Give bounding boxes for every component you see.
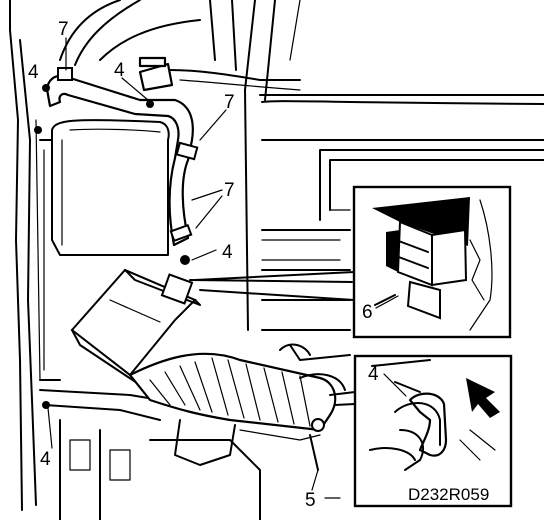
- callout-6-inset: 6: [362, 302, 373, 323]
- air-flow-meter: [70, 268, 353, 386]
- callout-5-bottom: 5: [305, 490, 316, 511]
- callout-4-top-center: 4: [114, 60, 125, 81]
- callout-4-middle: 4: [222, 242, 233, 263]
- inset-clip-leader-lines: [329, 391, 356, 406]
- inset-connector-detail: [352, 185, 512, 339]
- callout-7-hose-middle: 7: [224, 180, 235, 201]
- inset-clip-detail: [353, 354, 513, 508]
- engine-block-background: [244, 0, 544, 361]
- intake-hose: [128, 343, 346, 471]
- callout-4-bottom-left: 4: [40, 449, 51, 470]
- left-body-panel: [9, 0, 41, 511]
- mounting-bracket: [39, 389, 261, 520]
- callout-7-top-left: 7: [58, 19, 69, 40]
- callout-leaders: [47, 37, 407, 491]
- callout-4-top-left: 4: [28, 62, 39, 83]
- callout-4-inset: 4: [368, 364, 379, 385]
- breather-hoses: [46, 56, 199, 247]
- air-cleaner-housing: [39, 119, 170, 381]
- inset-leader-lines: [194, 271, 355, 301]
- callout-7-hose-upper: 7: [224, 92, 235, 113]
- top-cables: [59, 0, 301, 91]
- callout-labels: 7 4 4 7 7 4 4 5 6 4: [28, 19, 379, 511]
- mounting-bolts: [34, 84, 190, 409]
- figure-reference-code: D232R059: [408, 485, 489, 504]
